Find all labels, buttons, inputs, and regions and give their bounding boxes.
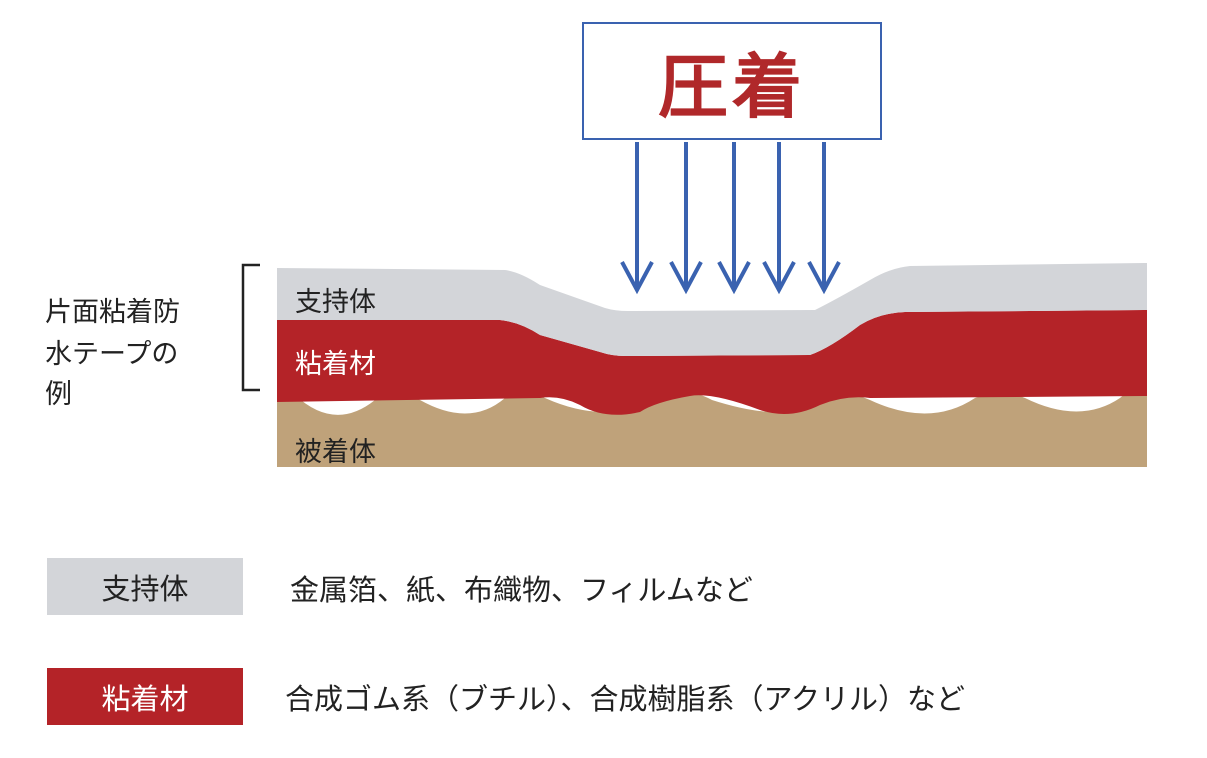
arrow-icon [807,142,841,295]
adhesive-layer [277,310,1147,415]
bracket [241,263,260,392]
pressure-arrows [620,142,841,295]
legend-label: 粘着材 [101,681,189,716]
side-caption-line: 片面粘着防 [45,297,180,328]
side-caption-line: 水テープの [45,339,179,370]
arrow-icon [620,142,654,295]
legend-description: 金属箔、紙、布織物、フィルムなど [290,573,753,607]
press-label: 圧着 [658,44,806,128]
arrow-icon [762,142,796,295]
adherend-layer-label: 被着体 [295,437,376,468]
adhesive-layer-label: 粘着材 [295,349,376,380]
legend-swatch-adhesive: 粘着材 [47,668,243,725]
support-layer-label: 支持体 [295,287,376,318]
legend-description: 合成ゴム系（ブチル）、合成樹脂系（アクリル）など [285,682,966,716]
side-caption-line: 例 [45,379,72,410]
legend-label: 支持体 [101,571,189,606]
arrow-icon [669,142,703,295]
press-box: 圧着 [582,22,882,140]
legend-swatch-support: 支持体 [47,558,243,615]
support-layer [277,263,1147,356]
arrow-icon [717,142,751,295]
adherend-layer [277,385,1147,467]
